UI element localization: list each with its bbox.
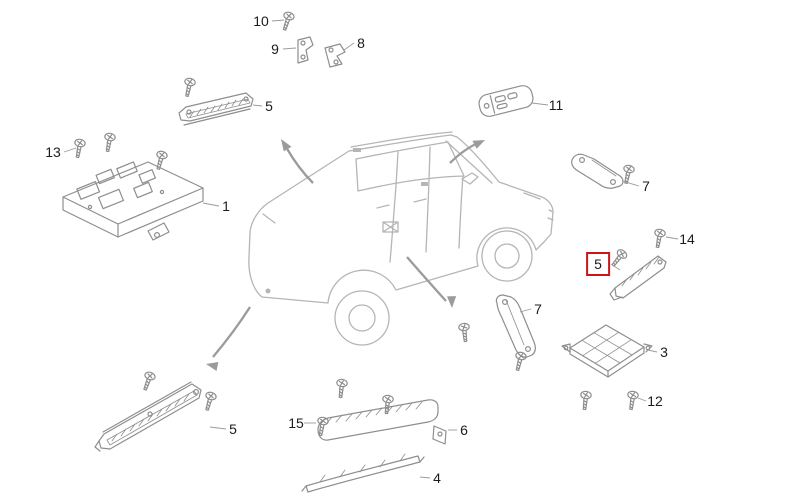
door-seam-front — [458, 175, 464, 249]
screw-14 — [651, 227, 667, 249]
arrow-top-left-head — [281, 139, 292, 152]
b-pillar — [395, 151, 399, 187]
mirror — [461, 172, 479, 185]
part-7-bracket-right — [571, 153, 624, 189]
screw-part5-bottom-a — [139, 370, 157, 393]
taillight — [262, 213, 276, 224]
component-marker-door — [382, 221, 399, 233]
screw-part7-mid-a — [457, 322, 472, 343]
part-5-antenna-bottom — [94, 381, 202, 452]
door-handles — [376, 198, 427, 209]
arrow-mid-right-head — [446, 296, 457, 308]
screw-part1 — [152, 149, 169, 171]
part-6-module — [317, 399, 447, 445]
arrow-bottom-left — [212, 306, 251, 358]
screw-10 — [278, 10, 296, 32]
screw-part6-b — [380, 394, 395, 415]
callout-5-bottom[interactable]: 5 — [229, 421, 237, 437]
part-8-bracket — [324, 43, 346, 68]
callout-10[interactable]: 10 — [253, 13, 269, 29]
screw-part6-a — [334, 378, 349, 399]
arrow-bottom-left-head — [206, 361, 219, 371]
callout-6[interactable]: 6 — [460, 422, 468, 438]
callout-5-highlighted[interactable]: 5 — [586, 252, 610, 276]
part-3-grid-module — [561, 324, 653, 378]
part-5-antenna-top — [178, 92, 254, 126]
callout-8[interactable]: 8 — [357, 35, 365, 51]
part-5-antenna-highlighted — [609, 255, 667, 301]
windshield-edge — [445, 140, 493, 184]
screw-part5-highlighted — [608, 247, 629, 270]
screw-part3 — [578, 390, 593, 411]
roof-rail — [350, 131, 453, 148]
part-1-control-module — [62, 161, 204, 241]
callout-15[interactable]: 15 — [288, 415, 304, 431]
callout-3[interactable]: 3 — [660, 344, 668, 360]
component-marker-roof — [353, 148, 361, 152]
c-pillar — [428, 146, 431, 182]
headlight — [523, 192, 541, 200]
leader-lines — [63, 19, 679, 479]
front-wheel-hub — [494, 243, 520, 269]
part-11-key-fob — [478, 85, 534, 117]
fasteners — [71, 10, 667, 437]
callout-11[interactable]: 11 — [548, 97, 564, 113]
screw-12 — [625, 390, 640, 411]
vehicle-outline — [248, 131, 554, 346]
side-windows — [355, 141, 465, 192]
part-7-bracket-mid — [495, 294, 536, 358]
grille-lines — [547, 209, 554, 221]
callout-7-mid[interactable]: 7 — [534, 301, 542, 317]
front-wheel — [481, 230, 533, 282]
rear-wheel — [334, 290, 390, 346]
callout-14[interactable]: 14 — [679, 231, 695, 247]
rear-wheel-hub — [348, 304, 376, 332]
screw-15 — [314, 415, 330, 437]
callout-12[interactable]: 12 — [647, 393, 663, 409]
callout-7-right[interactable]: 7 — [642, 178, 650, 194]
arrow-top-left — [285, 146, 314, 184]
part-9-bracket — [297, 36, 314, 64]
screw-part7-mid-b — [511, 350, 528, 372]
screw-part5-top — [181, 76, 197, 98]
arrow-top-right-head — [472, 140, 485, 149]
vehicle-body — [248, 134, 554, 304]
component-marker-cowl — [421, 182, 428, 186]
screw-part5-bottom-b — [201, 390, 218, 412]
callout-5-top[interactable]: 5 — [265, 98, 273, 114]
part-4-strip — [301, 453, 425, 493]
door-seam-mid — [425, 180, 430, 253]
callout-1[interactable]: 1 — [222, 198, 230, 214]
callout-4[interactable]: 4 — [433, 470, 441, 486]
screw-13-b — [101, 131, 117, 153]
callout-9[interactable]: 9 — [271, 41, 279, 57]
direction-arrows — [206, 139, 485, 371]
arrow-mid-right — [406, 256, 447, 302]
callout-13[interactable]: 13 — [45, 144, 61, 160]
component-marker-rear — [265, 288, 271, 294]
